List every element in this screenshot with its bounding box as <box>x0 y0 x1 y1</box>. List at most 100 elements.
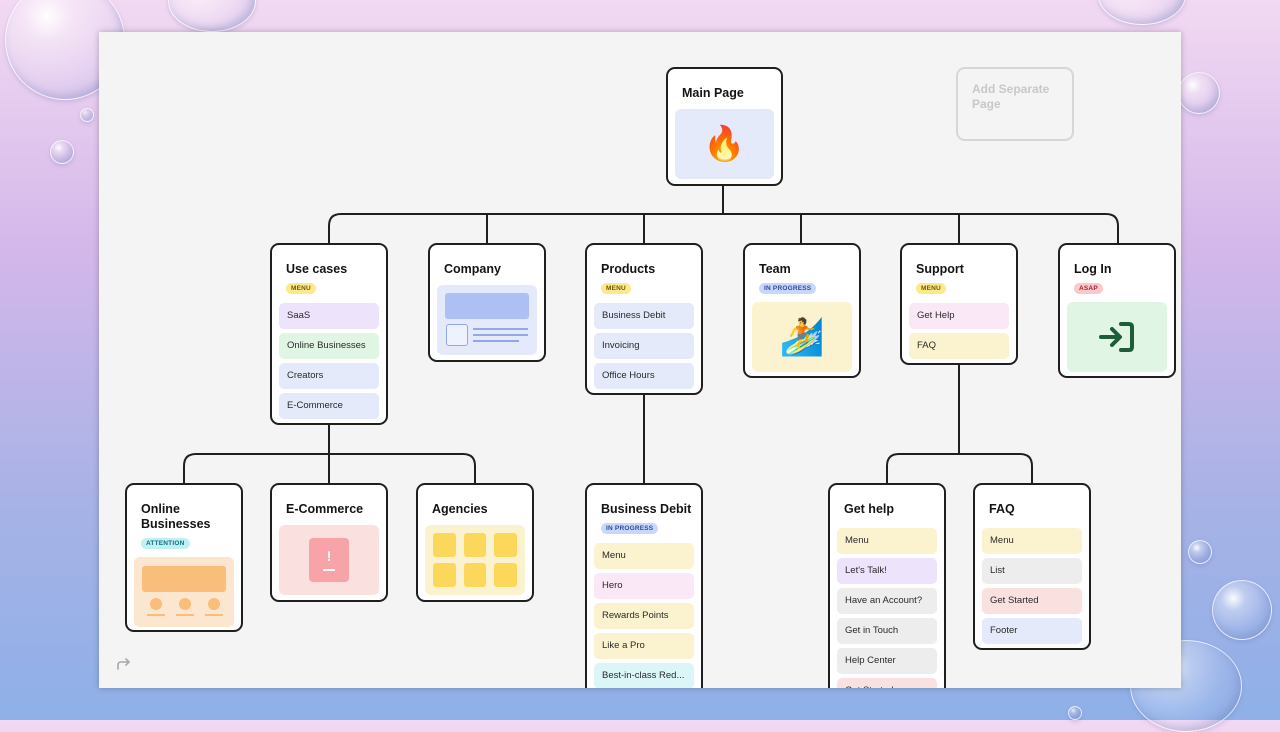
bubble-decoration <box>1098 0 1186 25</box>
status-badge: MENU <box>601 283 631 294</box>
use-cases-title: Use cases <box>286 262 348 276</box>
list-item[interactable]: Office Hours <box>594 363 694 389</box>
login-icon <box>1099 322 1134 352</box>
tile-grid <box>433 533 517 587</box>
sitemap-canvas[interactable]: Main Page 🔥 Add Separate Page Use cases … <box>99 32 1181 688</box>
use-cases-card[interactable]: Use cases MENU SaaS Online Businesses Cr… <box>270 243 388 425</box>
tile-shape <box>494 533 517 557</box>
status-badge: IN PROGRESS <box>601 523 659 534</box>
redo-icon[interactable] <box>116 657 132 671</box>
add-separate-page-button[interactable]: Add Separate Page <box>956 67 1074 141</box>
status-badge: MENU <box>286 283 316 294</box>
faq-card[interactable]: FAQ Menu List Get Started Footer <box>973 483 1091 650</box>
list-item[interactable]: List <box>982 558 1082 584</box>
list-item[interactable]: E-Commerce <box>279 393 379 419</box>
business-debit-card[interactable]: Business Debit IN PROGRESS Menu Hero Rew… <box>585 483 703 688</box>
main-page-thumbnail: 🔥 <box>675 109 774 179</box>
main-page-card[interactable]: Main Page 🔥 <box>666 67 783 186</box>
tile-shape <box>494 563 517 587</box>
support-card[interactable]: Support MENU Get Help FAQ <box>900 243 1018 365</box>
tile-shape <box>433 563 456 587</box>
text-line-shape <box>176 614 194 616</box>
text-line-shape <box>473 334 528 336</box>
list-item[interactable]: Creators <box>279 363 379 389</box>
log-in-card[interactable]: Log In ASAP <box>1058 243 1176 378</box>
agencies-card[interactable]: Agencies <box>416 483 534 602</box>
company-card[interactable]: Company <box>428 243 546 362</box>
bubble-decoration <box>1212 580 1272 640</box>
list-item[interactable]: FAQ <box>909 333 1009 359</box>
bubble-decoration <box>1188 540 1212 564</box>
log-in-title: Log In <box>1074 262 1112 276</box>
text-line-shape <box>323 569 335 571</box>
company-thumbnail <box>437 285 537 355</box>
team-thumbnail: 🏄 <box>752 302 852 372</box>
agencies-title: Agencies <box>432 502 488 516</box>
list-item[interactable]: Like a Pro <box>594 633 694 659</box>
add-separate-page-label: Add Separate Page <box>972 82 1050 111</box>
list-item[interactable]: Business Debit <box>594 303 694 329</box>
e-commerce-title: E-Commerce <box>286 502 364 516</box>
list-item[interactable]: Online Businesses <box>279 333 379 359</box>
banner-shape <box>142 566 226 592</box>
list-item[interactable]: Let's Talk! <box>837 558 937 584</box>
connector-lines <box>183 185 1119 484</box>
online-businesses-title: Online Businesses <box>141 502 211 531</box>
dot-shape <box>150 598 162 610</box>
business-debit-title: Business Debit <box>601 502 692 516</box>
text-line-shape <box>147 614 165 616</box>
list-item[interactable]: Get Started <box>982 588 1082 614</box>
banner-shape <box>445 293 529 319</box>
list-item[interactable]: SaaS <box>279 303 379 329</box>
dot-shape <box>179 598 191 610</box>
fire-icon: 🔥 <box>703 125 746 163</box>
list-item[interactable]: Get in Touch <box>837 618 937 644</box>
list-item[interactable]: Get Help <box>909 303 1009 329</box>
list-item[interactable]: Hero <box>594 573 694 599</box>
status-badge: ATTENTION <box>141 538 190 549</box>
status-badge: MENU <box>916 283 946 294</box>
support-title: Support <box>916 262 964 276</box>
list-item[interactable]: Have an Account? <box>837 588 937 614</box>
products-card[interactable]: Products MENU Business Debit Invoicing O… <box>585 243 703 395</box>
products-title: Products <box>601 262 656 276</box>
list-item[interactable]: Get Started <box>837 678 937 688</box>
faq-title: FAQ <box>989 502 1015 516</box>
agencies-thumbnail <box>425 525 525 595</box>
get-help-card[interactable]: Get help Menu Let's Talk! Have an Accoun… <box>828 483 946 688</box>
bubble-decoration <box>50 140 74 164</box>
company-title: Company <box>444 262 501 276</box>
list-item[interactable]: Menu <box>594 543 694 569</box>
list-item[interactable]: Menu <box>982 528 1082 554</box>
tile-shape <box>463 563 487 587</box>
list-item[interactable]: Best-in-class Red... <box>594 663 694 688</box>
list-item[interactable]: Help Center <box>837 648 937 674</box>
text-line-shape <box>205 614 223 616</box>
online-businesses-thumbnail <box>134 557 234 627</box>
log-in-thumbnail <box>1067 302 1167 372</box>
bubble-decoration <box>1068 706 1082 720</box>
document-icon <box>446 324 468 346</box>
alert-glyph: ! <box>326 548 332 564</box>
text-line-shape <box>473 328 528 330</box>
get-help-title: Get help <box>844 502 895 516</box>
list-item[interactable]: Invoicing <box>594 333 694 359</box>
tile-shape <box>463 533 487 557</box>
bubble-decoration <box>168 0 256 32</box>
alert-icon: ! <box>309 538 349 582</box>
list-item[interactable]: Rewards Points <box>594 603 694 629</box>
bubble-decoration <box>1178 72 1220 114</box>
e-commerce-thumbnail: ! <box>279 525 379 595</box>
team-card[interactable]: Team IN PROGRESS 🏄 <box>743 243 861 378</box>
status-badge: IN PROGRESS <box>759 283 817 294</box>
list-item[interactable]: Footer <box>982 618 1082 644</box>
team-title: Team <box>759 262 791 276</box>
status-badge: ASAP <box>1074 283 1103 294</box>
dot-shape <box>208 598 220 610</box>
tile-shape <box>433 533 456 557</box>
surfer-icon: 🏄 <box>779 316 825 357</box>
text-line-shape <box>473 340 519 342</box>
list-item[interactable]: Menu <box>837 528 937 554</box>
online-businesses-card[interactable]: Online Businesses ATTENTION <box>125 483 243 632</box>
e-commerce-card[interactable]: E-Commerce ! <box>270 483 388 602</box>
